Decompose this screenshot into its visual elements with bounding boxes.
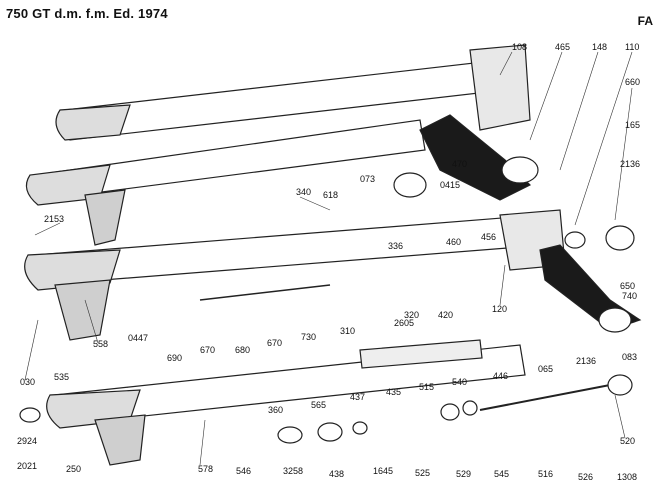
second-axle-lug	[84, 189, 126, 246]
part-label: 540	[452, 377, 467, 387]
part-label: 437	[350, 392, 365, 402]
bushing-part	[393, 172, 427, 198]
diagram-title: 750 GT d.m. f.m. Ed. 1974	[6, 6, 168, 21]
part-label: 420	[438, 310, 453, 320]
part-label: 108	[512, 42, 527, 52]
part-label: 083	[622, 352, 637, 362]
leader-line	[559, 51, 599, 171]
part-label: 650	[620, 281, 635, 291]
part-label: 3258	[283, 466, 303, 476]
nut-part	[564, 231, 586, 249]
part-label: 546	[236, 466, 251, 476]
part-label: 250	[66, 464, 81, 474]
part-label: 2136	[620, 159, 640, 169]
part-label: 2136	[576, 356, 596, 366]
part-label: 2153	[44, 214, 64, 224]
axle-rod	[479, 384, 611, 411]
part-label: 520	[620, 436, 635, 446]
part-label: 730	[301, 332, 316, 342]
leader-line	[499, 264, 506, 306]
part-label: 336	[388, 241, 403, 251]
spacer-part	[440, 403, 460, 421]
part-label: 460	[446, 237, 461, 247]
leader-line	[34, 222, 61, 236]
third-axle-lug	[54, 279, 111, 341]
part-label: 2021	[17, 461, 37, 471]
part-label: 438	[329, 469, 344, 479]
part-label: 680	[235, 345, 250, 355]
part-label: 535	[54, 372, 69, 382]
part-label: 578	[198, 464, 213, 474]
bolt-part	[19, 407, 41, 423]
damper-rod	[199, 284, 331, 301]
part-label: 558	[93, 339, 108, 349]
part-label: 120	[492, 304, 507, 314]
fork-bracket	[419, 114, 532, 201]
part-label: 065	[538, 364, 553, 374]
part-label: 165	[625, 120, 640, 130]
part-label: 565	[311, 400, 326, 410]
part-label: 310	[340, 326, 355, 336]
part-label: 525	[415, 468, 430, 478]
part-label: 690	[167, 353, 182, 363]
fork-spring	[359, 339, 483, 369]
upper-clamp	[469, 44, 531, 131]
bush-part	[277, 426, 303, 444]
seal-part	[598, 307, 632, 333]
part-label: 516	[538, 469, 553, 479]
spacer-ring-part	[462, 400, 478, 416]
part-label: 529	[456, 469, 471, 479]
axle-nut-part	[607, 374, 633, 396]
part-label: 1645	[373, 466, 393, 476]
leader-lines	[24, 51, 633, 466]
part-label: 456	[481, 232, 496, 242]
part-label: 0415	[440, 180, 460, 190]
part-label: 110	[625, 42, 639, 52]
leader-line	[614, 394, 626, 439]
part-label: 2924	[17, 436, 37, 446]
part-label: 446	[493, 371, 508, 381]
part-label: 360	[268, 405, 283, 415]
part-label: 1308	[617, 472, 637, 482]
part-label: 435	[386, 387, 401, 397]
part-label: 515	[419, 382, 434, 392]
part-label: 320	[404, 310, 419, 320]
part-label: 526	[578, 472, 593, 482]
cap-part	[501, 156, 539, 184]
part-label: 670	[267, 338, 282, 348]
part-label: 340	[296, 187, 311, 197]
washer-part	[317, 422, 343, 442]
part-label: 660	[625, 77, 640, 87]
part-labels: 108 465 148 110 660 165 2136 470 0415 07…	[17, 42, 640, 482]
leader-line	[529, 51, 563, 141]
leader-line	[24, 319, 39, 381]
part-label: 073	[360, 174, 375, 184]
leader-line	[614, 87, 633, 221]
part-label: 148	[592, 42, 607, 52]
part-label: 618	[323, 190, 338, 200]
ring-part	[352, 421, 368, 435]
part-label: 465	[555, 42, 570, 52]
section-code: FA	[637, 14, 653, 28]
leader-line	[574, 51, 633, 226]
part-label: 670	[200, 345, 215, 355]
upper-slider	[55, 104, 131, 141]
lower-axle-lug	[94, 414, 146, 466]
part-label: 470	[452, 159, 467, 169]
leader-line	[199, 419, 206, 466]
leader-line	[84, 299, 99, 344]
part-label: 2605	[394, 318, 414, 328]
leader-line	[299, 196, 331, 211]
part-label: 740	[622, 291, 637, 301]
part-label: 030	[20, 377, 35, 387]
fork-cap-part	[605, 225, 635, 251]
part-label: 545	[494, 469, 509, 479]
leader-line	[499, 51, 513, 76]
part-label: 0447	[128, 333, 148, 343]
